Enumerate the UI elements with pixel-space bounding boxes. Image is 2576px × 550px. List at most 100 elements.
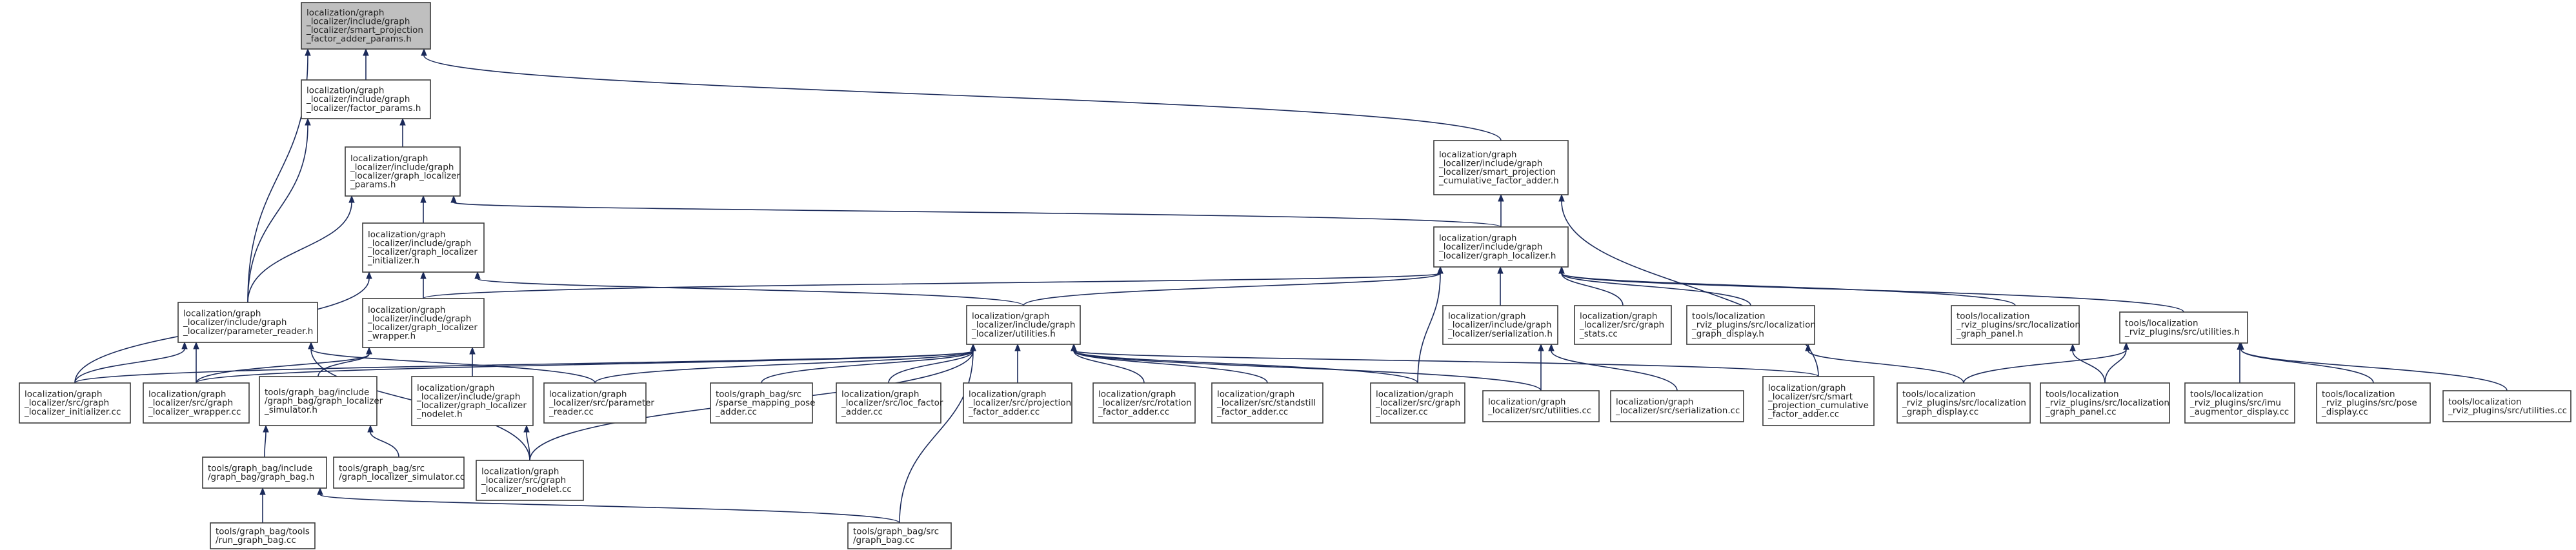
node-label-line: _graph_display.cc <box>1902 407 1978 417</box>
node-label-line: _localizer/include/graph <box>306 16 410 26</box>
node-utilities-cc[interactable]: localization/graph_localizer/src/utiliti… <box>1482 390 1600 422</box>
edge-line <box>526 431 530 461</box>
node-param-reader-cc[interactable]: localization/graph_localizer/src/paramet… <box>543 382 654 424</box>
edge-nodelet-h-to-gl-wrapper-h <box>469 346 476 377</box>
node-graph-stats-cc[interactable]: localization/graph_localizer/src/graph_s… <box>1574 305 1672 345</box>
node-label-line: _localizer/src/graph <box>1579 320 1664 330</box>
arrowhead-icon <box>1558 266 1565 274</box>
node-box <box>259 376 377 426</box>
node-label-line: _factor_adder.cc <box>968 407 1040 417</box>
node-sparse-mapping-cc[interactable]: tools/graph_bag/src/sparse_mapping_pose_… <box>710 382 815 424</box>
node-box <box>362 222 485 273</box>
node-pose-display-cc[interactable]: tools/localization_rviz_plugins/src/pose… <box>2316 382 2431 424</box>
arrowhead-icon <box>421 48 427 56</box>
node-serialization-cc[interactable]: localization/graph_localizer/src/seriali… <box>1610 390 1744 422</box>
edge-line <box>899 350 974 524</box>
node-label-line: localization/graph <box>307 86 385 96</box>
node-rviz-utilities-h[interactable]: tools/localization_rviz_plugins/src/util… <box>2119 311 2248 344</box>
node-label-line: tools/localization <box>1692 311 1766 322</box>
node-rotation-cc[interactable]: localization/graph_localizer/src/rotatio… <box>1092 382 1196 424</box>
node-label-line: _localizer/graph_localizer <box>350 171 460 181</box>
node-label-line: localization/graph <box>1439 233 1517 244</box>
edge-line <box>1073 350 1418 384</box>
node-serialization-h[interactable]: localization/graph_localizer/include/gra… <box>1442 305 1558 345</box>
node-simulator-cc[interactable]: tools/graph_bag/src/graph_localizer_simu… <box>333 457 465 489</box>
node-label-line: localization/graph <box>1098 389 1176 400</box>
node-rviz-display-cc[interactable]: tools/localization_rviz_plugins/src/loca… <box>1897 382 2031 424</box>
node-imu-augmentor-cc[interactable]: tools/localization_rviz_plugins/src/imu_… <box>2184 382 2295 424</box>
node-utilities-h[interactable]: localization/graph_localizer/include/gra… <box>966 305 1081 345</box>
node-gl-params[interactable]: localization/graph_localizer/include/gra… <box>345 146 461 197</box>
node-standstill-cc[interactable]: localization/graph_localizer/src/standst… <box>1211 382 1323 424</box>
node-label-line: localization/graph <box>1768 383 1846 393</box>
node-box <box>1762 376 1875 426</box>
edge-factor-params-to-root <box>363 48 369 80</box>
arrowhead-icon <box>317 487 323 495</box>
arrowhead-icon <box>450 195 457 203</box>
node-label-line: localization/graph <box>1580 311 1658 322</box>
edge-serialization-cc-to-serialization-h <box>1548 343 1678 391</box>
node-label-line: _localizer/src/graph <box>1375 398 1460 408</box>
arrowhead-icon <box>1558 193 1565 202</box>
node-simulator-h[interactable]: tools/graph_bag/include/graph_bag/graph_… <box>259 376 383 426</box>
arrowhead-icon <box>366 346 372 355</box>
node-gl-wrapper-h[interactable]: localization/graph_localizer/include/gra… <box>362 298 485 348</box>
edge-rotation-cc-to-utilities-h <box>1071 343 1145 384</box>
node-run-graph-bag-cc[interactable]: tools/graph_bag/tools/run_graph_bag.cc <box>210 522 316 549</box>
node-gl-h[interactable]: localization/graph_localizer/include/gra… <box>1433 226 1569 268</box>
node-label-line: /graph_bag.cc <box>853 535 914 545</box>
edge-gl-wrapper-h-to-gl-h <box>423 266 1444 299</box>
node-nodelet-h[interactable]: localization/graph_localizer/include/gra… <box>411 376 534 426</box>
node-label-line: _localizer/graph_localizer <box>367 247 478 257</box>
node-gl-init-h[interactable]: localization/graph_localizer/include/gra… <box>362 222 485 273</box>
arrowhead-icon <box>305 117 311 126</box>
edge-line <box>1551 350 1678 391</box>
node-box <box>1211 382 1323 424</box>
node-graph-bag-cc[interactable]: tools/graph_bag/src/graph_bag.cc <box>847 522 952 549</box>
node-label-line: _localizer_nodelet.cc <box>481 484 572 495</box>
edge-line <box>1963 349 2127 384</box>
node-label-line: _rviz_plugins/src/utilities.h <box>2124 327 2240 337</box>
node-gl-init-cc[interactable]: localization/graph_localizer/src/graph_l… <box>19 382 131 424</box>
arrowhead-icon <box>399 117 406 126</box>
node-rviz-panel-cc[interactable]: tools/localization_rviz_plugins/src/loca… <box>2040 382 2170 424</box>
node-gl-cc[interactable]: localization/graph_localizer/src/graph_l… <box>1370 382 1465 424</box>
node-smart-adder-cc[interactable]: localization/graph_localizer/src/smart_p… <box>1762 376 1875 426</box>
node-box <box>710 382 813 424</box>
node-factor-params[interactable]: localization/graph_localizer/include/gra… <box>301 79 431 119</box>
edge-line <box>317 353 370 377</box>
node-loc-factor-cc[interactable]: localization/graph_localizer/src/loc_fac… <box>836 382 943 424</box>
node-label-line: _localizer/smart_projection <box>1438 167 1556 177</box>
node-label-line: _params.h <box>350 180 396 190</box>
node-label-line: _localizer.cc <box>1375 407 1428 417</box>
edge-gl-h-to-gl-params <box>450 195 1502 228</box>
node-box <box>362 298 485 348</box>
arrowhead-icon <box>970 343 976 351</box>
node-label-line: /graph_bag/graph_localizer <box>265 396 383 406</box>
edge-run-graph-bag-cc-to-graph-bag-h <box>259 487 266 524</box>
node-rviz-utilities-cc[interactable]: tools/localization_rviz_plugins/src/util… <box>2442 390 2571 422</box>
edge-graph-bag-cc-to-graph-bag-h <box>317 487 900 524</box>
node-param-reader-h[interactable]: localization/graph_localizer/include/gra… <box>177 302 318 343</box>
node-gl-wrapper-cc[interactable]: localization/graph_localizer/src/graph_l… <box>143 382 250 424</box>
edge-gl-init-cc-to-param-reader-h <box>74 341 188 384</box>
node-box <box>1686 305 1815 345</box>
node-smart-adder-h[interactable]: localization/graph_localizer/include/gra… <box>1433 140 1569 195</box>
edge-graph-stats-cc-to-gl-h <box>1558 266 1624 306</box>
arrowhead-icon <box>348 195 355 203</box>
node-projection-cc[interactable]: localization/graph_localizer/src/project… <box>963 382 1072 424</box>
node-label-line: _nodelet.h <box>416 409 463 420</box>
node-label-line: _adder.cc <box>715 407 757 417</box>
node-nodelet-cc[interactable]: localization/graph_localizer/src/graph_l… <box>476 460 584 501</box>
node-root[interactable]: localization/graph_localizer/include/gra… <box>301 2 431 50</box>
edge-rviz-utilities-cc-to-rviz-utilities-h <box>2238 342 2508 391</box>
node-label-line: _localizer/src/projection <box>968 398 1071 408</box>
node-graph-bag-h[interactable]: tools/graph_bag/include/graph_bag/graph_… <box>202 457 327 489</box>
arrowhead-icon <box>2238 342 2244 350</box>
node-rviz-panel-h[interactable]: tools/localization_rviz_plugins/src/loca… <box>1951 305 2080 345</box>
node-rviz-display-h[interactable]: tools/localization_rviz_plugins/src/loca… <box>1686 305 1816 345</box>
arrowhead-icon <box>1014 343 1021 351</box>
node-label-line: _localizer/src/graph <box>24 398 109 408</box>
arrowhead-icon <box>1548 343 1555 351</box>
node-label-line: _rviz_plugins/src/utilities.cc <box>2448 406 2567 416</box>
